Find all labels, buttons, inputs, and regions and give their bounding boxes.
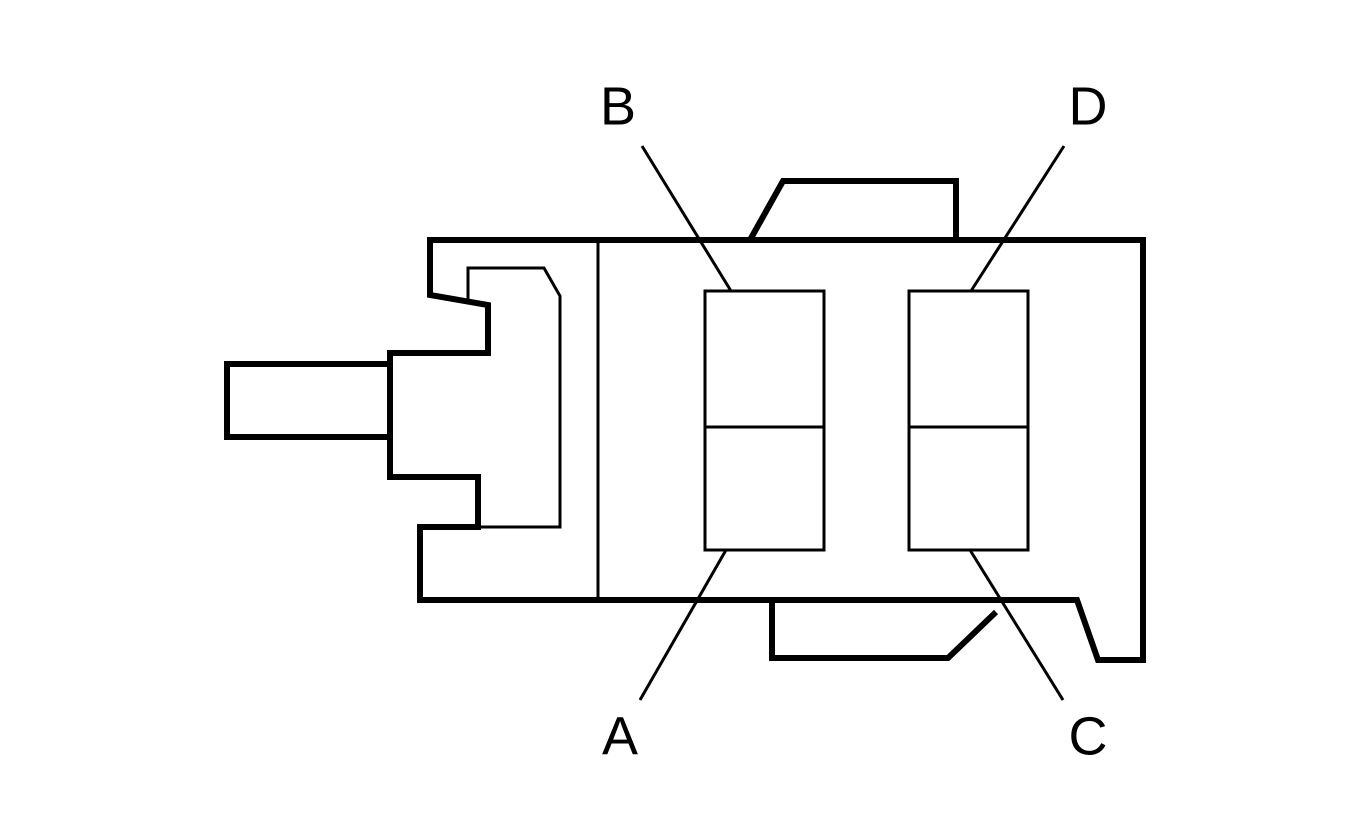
leader-line-c <box>968 549 1065 701</box>
connector-housing-outline <box>387 237 1146 663</box>
latch-channel <box>466 266 562 529</box>
pin-label-d: D <box>1069 76 1108 136</box>
pin-label-c: C <box>1069 706 1108 766</box>
cavity-left <box>703 289 826 552</box>
leader-line-b <box>640 145 733 292</box>
cavity-right <box>907 289 1030 552</box>
terminal-stub <box>224 361 390 440</box>
bottom-lock-tab <box>769 600 999 661</box>
leader-line-a <box>638 549 728 701</box>
leader-line-d <box>969 145 1066 292</box>
pin-label-a: A <box>602 706 638 766</box>
pin-label-b: B <box>600 76 636 136</box>
top-lock-tab <box>747 178 959 242</box>
